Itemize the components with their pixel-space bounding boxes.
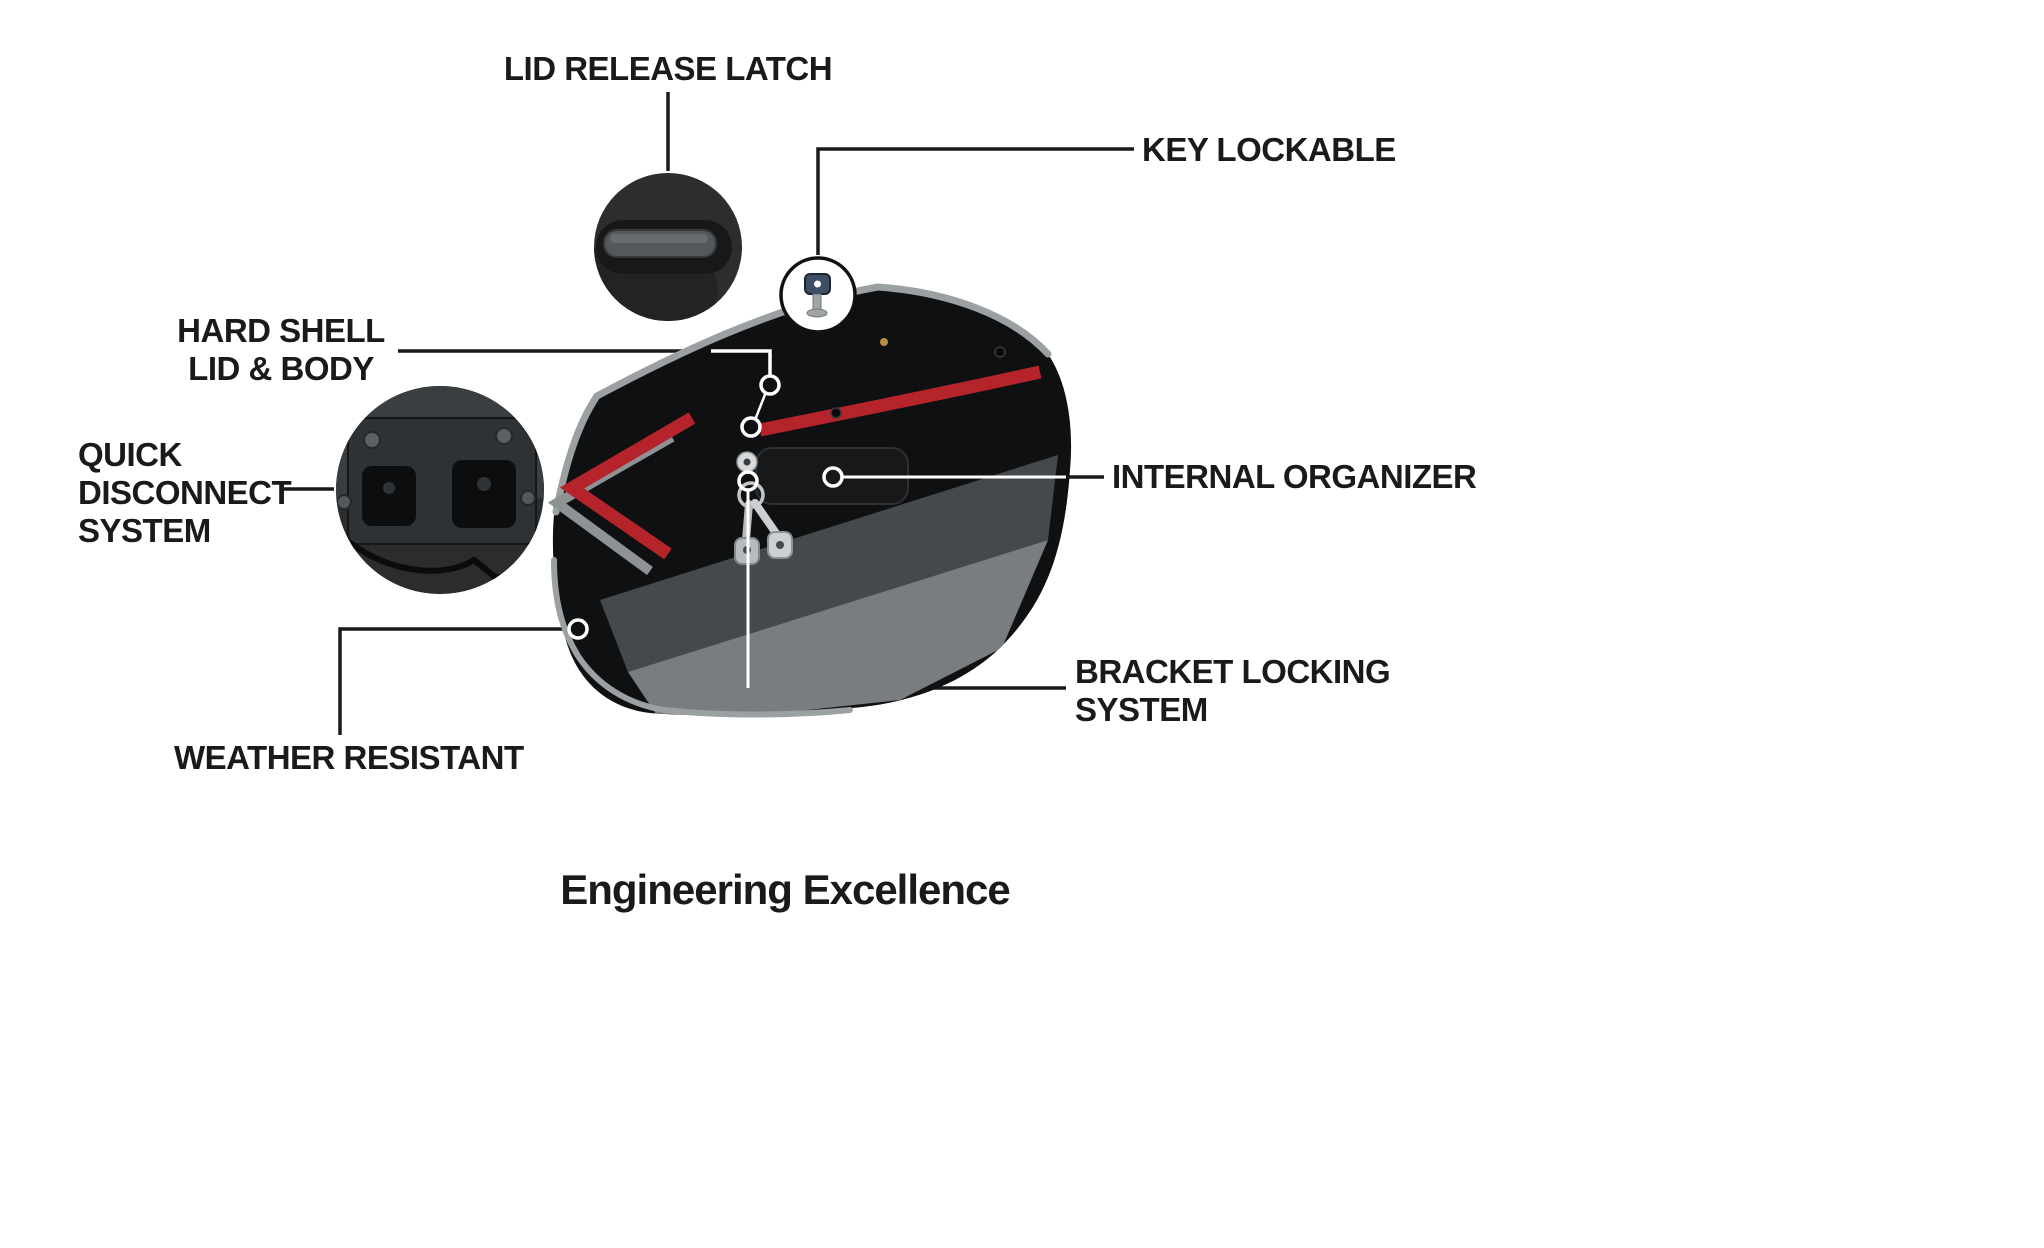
qd-cable-clasp <box>492 574 504 586</box>
label-hard-shell-line1: HARD SHELL <box>177 312 385 349</box>
label-weather-resistant: WEATHER RESISTANT <box>174 739 524 776</box>
lid-top-trim <box>552 283 1052 516</box>
qd-bolt-bottom-left <box>336 494 352 510</box>
label-key-lockable: KEY LOCKABLE <box>1142 131 1396 168</box>
label-quick-disconnect-line3: SYSTEM <box>78 512 211 549</box>
qd-bracket-right-detail <box>477 477 491 491</box>
label-lid-release-latch: LID RELEASE LATCH <box>503 50 833 87</box>
callout-lines-overlay <box>711 349 1066 688</box>
qd-bolt-top-right <box>495 427 513 445</box>
latch-handle-highlight <box>610 234 708 243</box>
label-hard-shell-line2: LID & BODY <box>188 350 374 387</box>
label-internal-organizer: INTERNAL ORGANIZER <box>1112 458 1477 495</box>
reflection-band-light <box>628 540 1048 714</box>
key-head-right-hole <box>776 541 784 549</box>
marker-hard-shell-lid <box>759 374 781 396</box>
callout-line-key-lockable <box>816 147 1134 255</box>
marker-bracket-locking <box>737 470 759 492</box>
lid-rivet-gold <box>880 338 888 346</box>
qd-bracket-left-detail <box>383 482 395 494</box>
label-quick-disconnect-line2: DISCONNECT <box>78 474 292 511</box>
qd-cable <box>349 541 497 579</box>
qd-bracket-left <box>362 466 416 526</box>
lid-rivet-left <box>830 407 842 419</box>
qd-bracket-right <box>452 460 516 528</box>
saddlebag-illustration <box>547 283 1072 718</box>
reflection-band-dark <box>600 455 1058 672</box>
marker-internal-organizer <box>822 466 844 488</box>
callout-line-hard-shell-overlay <box>711 349 772 376</box>
callout-line-hard-shell-connector <box>753 391 768 421</box>
callout-line-weather-resistant <box>338 627 564 735</box>
bottom-edge-trim <box>551 557 853 718</box>
page-title: Engineering Excellence <box>560 866 1011 913</box>
corner-red-chevron <box>559 412 696 560</box>
label-bracket-locking-line2: SYSTEM <box>1075 691 1208 728</box>
saddlebag-shading <box>600 455 1058 714</box>
marker-hard-shell-body <box>740 416 762 438</box>
keyhole <box>743 458 751 466</box>
key-detail-circle <box>779 256 857 334</box>
label-bracket-locking-line1: BRACKET LOCKING <box>1075 653 1391 690</box>
key-icon-base <box>806 308 828 318</box>
key-icon-shaft <box>812 293 822 312</box>
lid-rivet-right <box>994 346 1006 358</box>
key-icon <box>804 273 831 318</box>
latch-detail-circle <box>594 173 742 321</box>
label-hard-shell: HARD SHELL LID & BODY <box>170 312 392 388</box>
quick-disconnect-detail-circle <box>336 386 544 594</box>
label-bracket-locking: BRACKET LOCKING SYSTEM <box>1075 653 1391 729</box>
marker-weather-resistant <box>567 618 589 640</box>
qd-bolt-bottom-right <box>520 490 536 506</box>
qd-bolt-top-left <box>363 431 381 449</box>
key-icon-head-hole <box>814 280 821 288</box>
lid-seam-red-stripe <box>758 365 1042 437</box>
key-shaft-right <box>751 499 782 540</box>
label-quick-disconnect: QUICK DISCONNECT SYSTEM <box>78 436 292 550</box>
callout-markers <box>567 374 844 640</box>
label-quick-disconnect-line1: QUICK <box>78 436 182 473</box>
